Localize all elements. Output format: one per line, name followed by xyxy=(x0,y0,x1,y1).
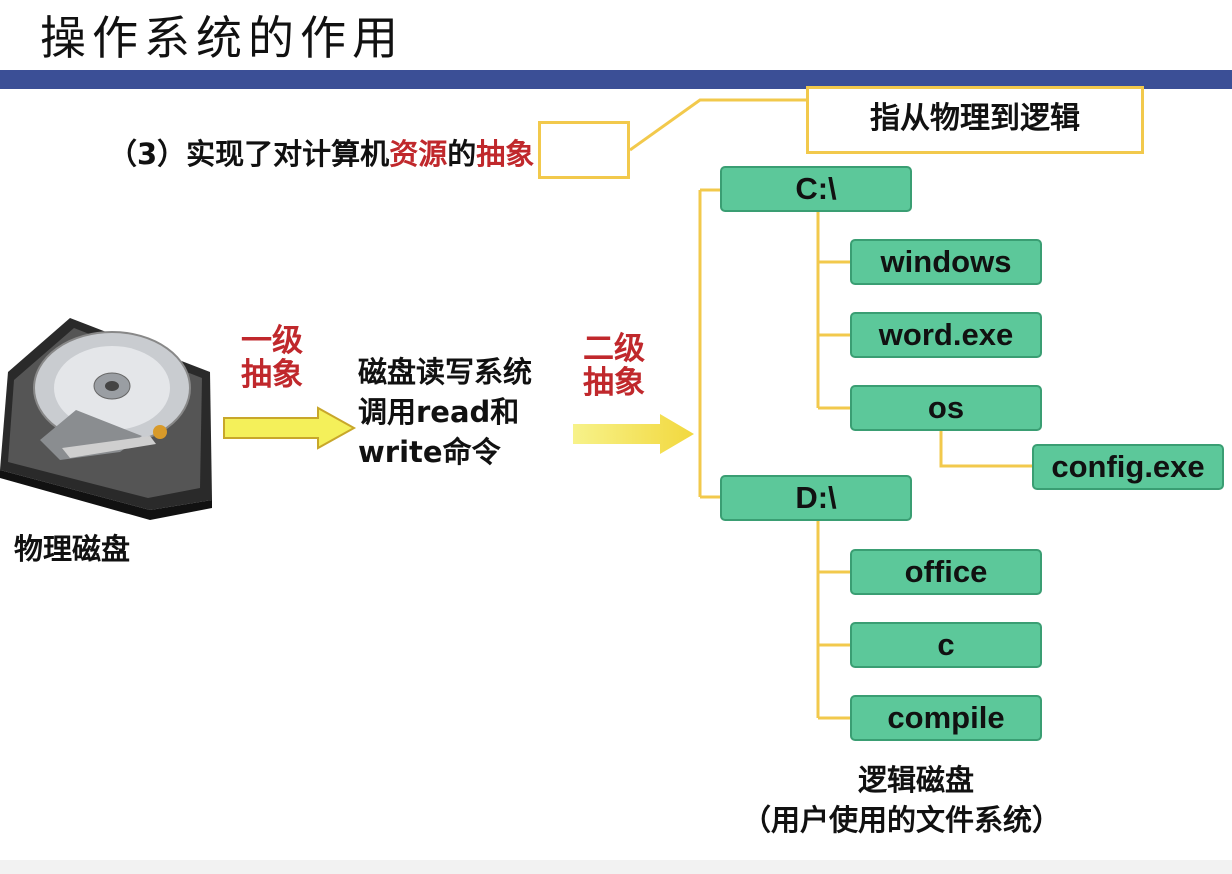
level1-line1: 一级 xyxy=(241,323,303,359)
heading-de: 的 xyxy=(447,137,477,171)
title-bar xyxy=(0,70,1232,89)
tree-node-c-root: C:\ xyxy=(720,166,912,212)
tree-node-os: os xyxy=(850,385,1042,431)
hard-disk-image xyxy=(0,318,212,520)
arrow-1 xyxy=(223,406,357,450)
level2-line1: 二级 xyxy=(583,331,645,367)
tree-node-windows: windows xyxy=(850,239,1042,285)
level2-line2: 抽象 xyxy=(583,365,645,401)
io-line1: 磁盘读写系统 xyxy=(358,355,533,389)
slide-title: 操作系统的作用 xyxy=(40,11,404,65)
callout-box: 指从物理到逻辑 xyxy=(806,86,1144,154)
io-line3: write命令 xyxy=(358,435,501,469)
abstraction-highlight-box xyxy=(538,121,630,179)
heading-prefix: （3）实现了对计算机 xyxy=(108,137,390,171)
tree-node-office: office xyxy=(850,549,1042,595)
heading-abstraction: 抽象 xyxy=(476,137,535,171)
callout-leader xyxy=(629,98,806,152)
level1-abstraction-label: 一级 抽象 xyxy=(232,324,312,392)
logical-disk-label: 逻辑磁盘 xyxy=(858,763,975,797)
tree-node-d-root: D:\ xyxy=(720,475,912,521)
logical-disk-sublabel: （用户使用的文件系统） xyxy=(742,803,1062,837)
section-heading: （3）实现了对计算机资源的抽象 xyxy=(108,134,534,174)
tree-node-compile: compile xyxy=(850,695,1042,741)
footer-bar xyxy=(0,860,1232,874)
physical-disk-label: 物理磁盘 xyxy=(14,532,131,566)
level2-abstraction-label: 二级 抽象 xyxy=(574,332,654,400)
arrow-2 xyxy=(573,414,694,454)
heading-resource: 资源 xyxy=(389,137,448,171)
tree-node-word-exe: word.exe xyxy=(850,312,1042,358)
tree-node-config-exe: config.exe xyxy=(1032,444,1224,490)
level1-line2: 抽象 xyxy=(241,357,303,393)
io-line2: 调用read和 xyxy=(358,395,520,429)
disk-io-description: 磁盘读写系统 调用read和 write命令 xyxy=(358,352,578,472)
tree-node-c: c xyxy=(850,622,1042,668)
